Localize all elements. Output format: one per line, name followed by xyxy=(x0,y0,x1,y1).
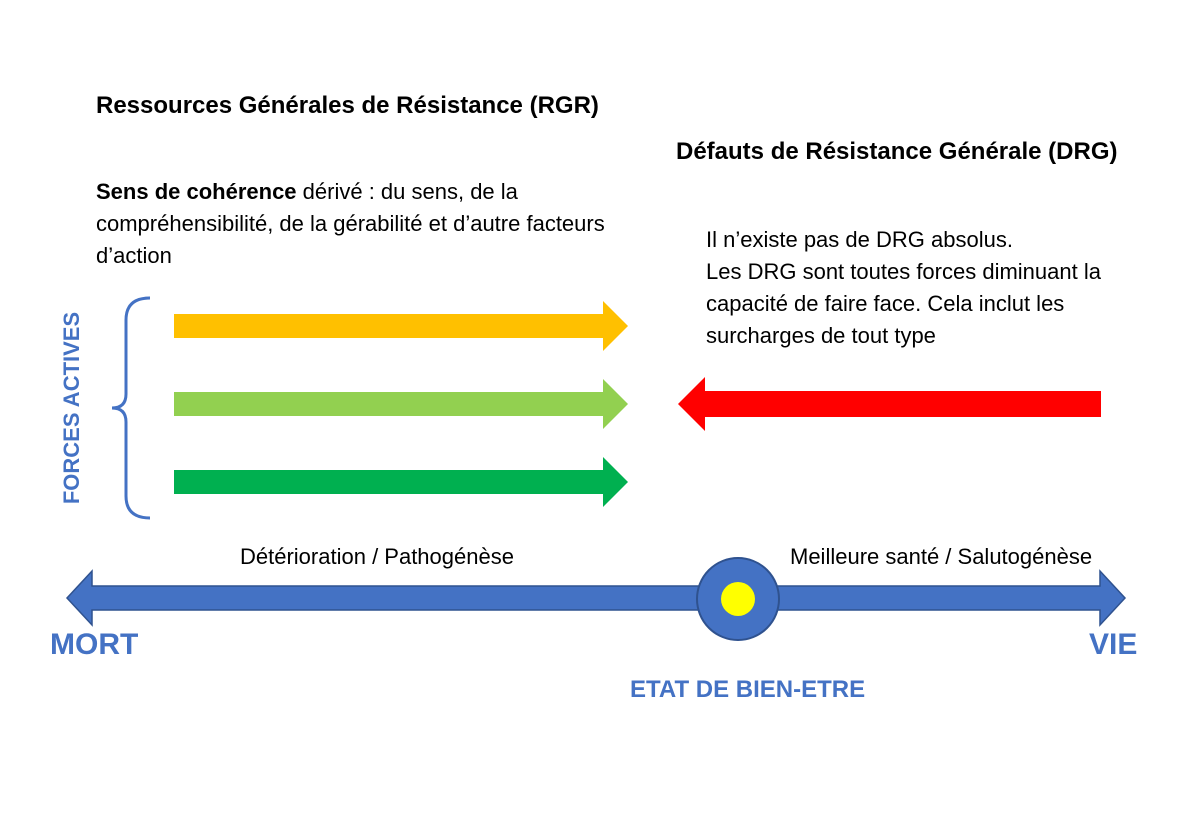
drg-title: Défauts de Résistance Générale (DRG) xyxy=(676,138,1118,165)
axis-left-label: Détérioration / Pathogénèse xyxy=(240,544,514,569)
rgr-description-bold: Sens de cohérence xyxy=(96,179,297,204)
health-axis-arrow xyxy=(65,569,1127,627)
wellbeing-dot xyxy=(721,582,755,616)
wellbeing-label: ETAT DE BIEN-ETRE xyxy=(630,676,866,703)
forces-brace xyxy=(111,296,151,520)
forces-actives-label: FORCES ACTIVES xyxy=(59,311,84,505)
drg-description-line1: Il n’existe pas de DRG absolus. xyxy=(706,227,1013,252)
vie-label: VIE xyxy=(1089,628,1138,661)
rgr-description-rest: dérivé : du sens, de la compréhensibilit… xyxy=(96,179,605,268)
arrow-orange xyxy=(174,301,628,351)
rgr-description: Sens de cohérence dérivé : du sens, de l… xyxy=(96,176,616,272)
arrow-green xyxy=(174,457,628,507)
mort-label: MORT xyxy=(50,628,139,661)
rgr-title: Ressources Générales de Résistance (RGR) xyxy=(96,92,599,119)
drg-description: Il n’existe pas de DRG absolus. Les DRG … xyxy=(706,224,1176,352)
arrow-red xyxy=(678,377,1101,431)
drg-description-line2: Les DRG sont toutes forces diminuant la … xyxy=(706,259,1101,348)
axis-right-label: Meilleure santé / Salutogénèse xyxy=(790,544,1093,569)
arrow-light-green xyxy=(174,379,628,429)
